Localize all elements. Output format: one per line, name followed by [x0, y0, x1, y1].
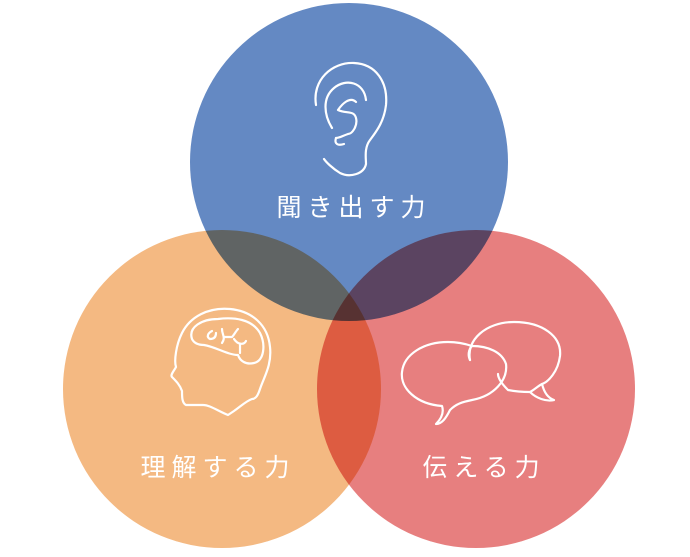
- circle-conveying: [317, 230, 635, 548]
